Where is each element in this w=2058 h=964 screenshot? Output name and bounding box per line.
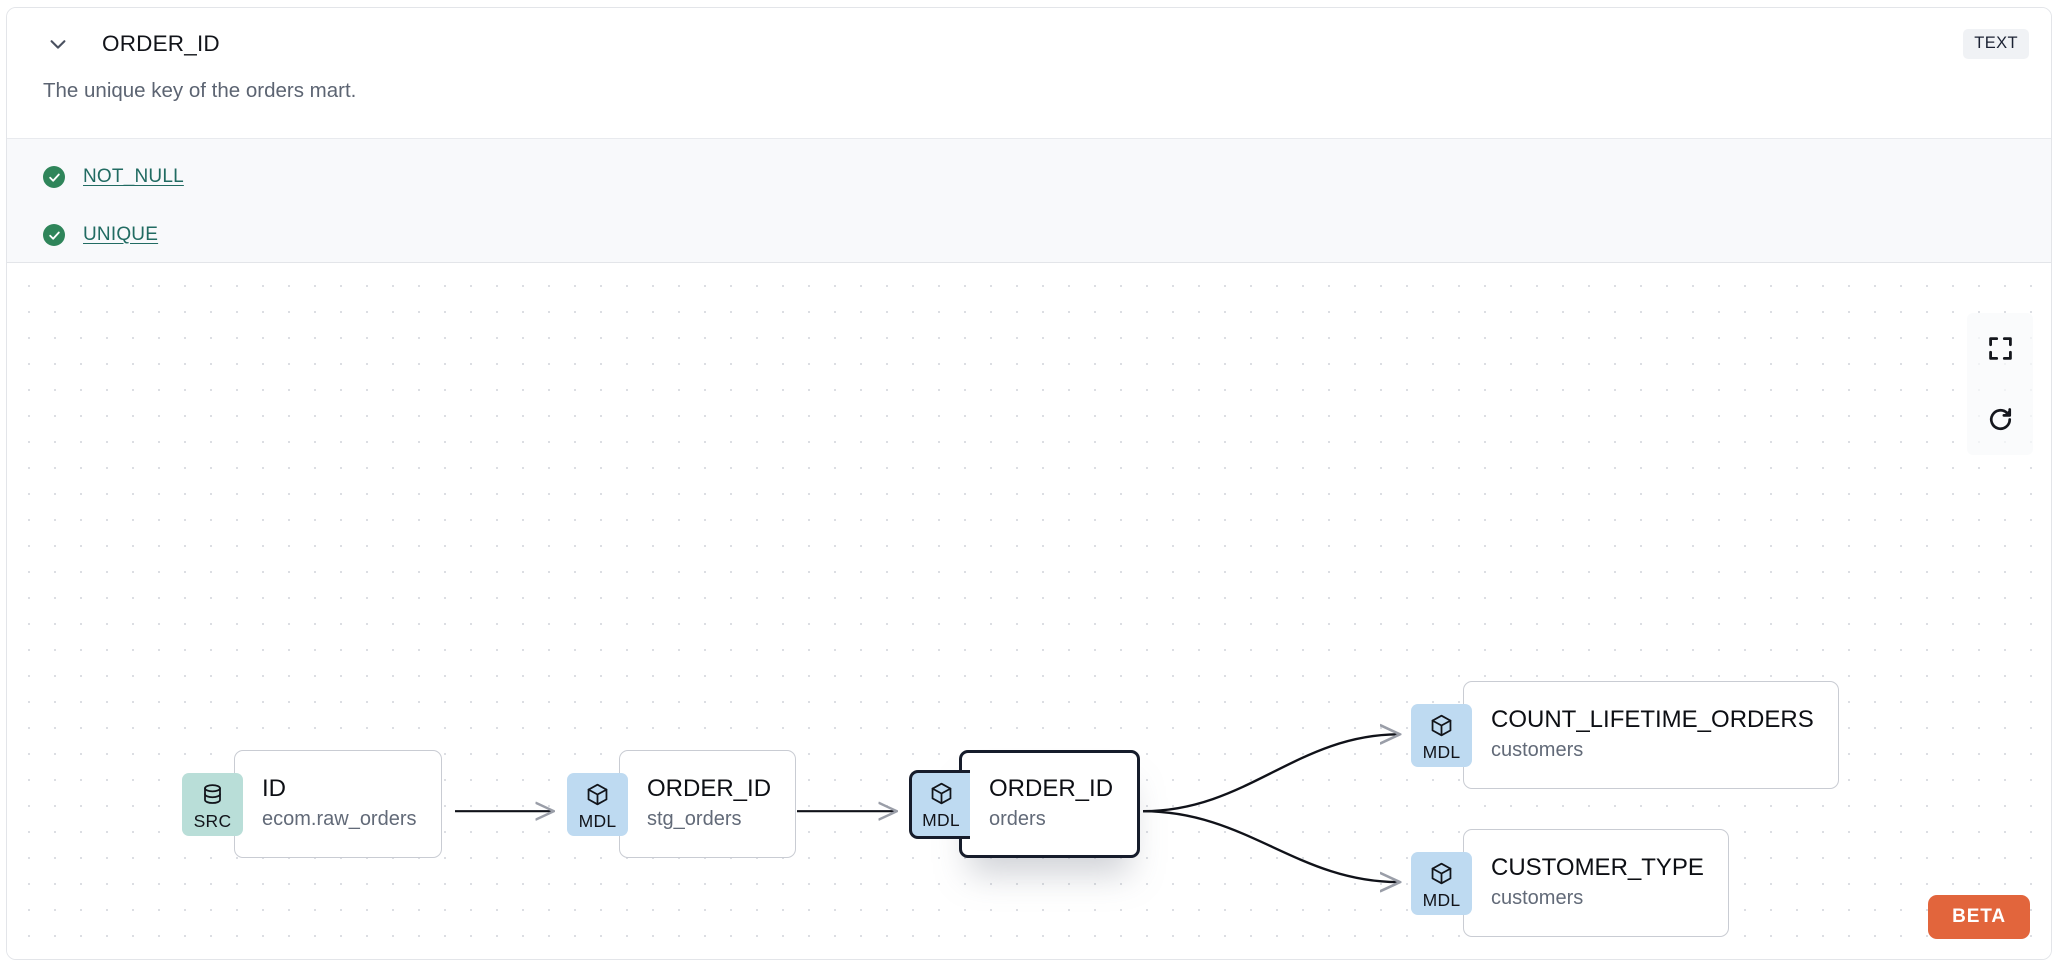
- beta-badge[interactable]: BETA: [1928, 895, 2030, 939]
- test-row: NOT_NULL: [43, 157, 2015, 197]
- chevron-down-icon[interactable]: [43, 29, 73, 59]
- node-body: ORDER_ID orders: [959, 750, 1141, 858]
- node-column-name: CUSTOMER_TYPE: [1491, 854, 1704, 882]
- lineage-node-count-lifetime-orders[interactable]: MDL COUNT_LIFETIME_ORDERS customers: [1411, 681, 1839, 789]
- node-type-badge-mdl: MDL: [909, 769, 970, 839]
- node-type-label: MDL: [1422, 889, 1461, 910]
- node-type-badge-mdl: MDL: [1411, 703, 1472, 767]
- node-body: ORDER_ID stg_orders: [619, 750, 797, 858]
- lineage-node-orders-order-id-selected[interactable]: MDL ORDER_ID orders: [909, 750, 1141, 858]
- node-type-badge-src: SRC: [182, 772, 243, 836]
- node-body: COUNT_LIFETIME_ORDERS customers: [1463, 681, 1839, 789]
- check-circle-icon: [43, 224, 65, 246]
- cube-icon: [1429, 861, 1454, 891]
- column-type-badge: TEXT: [1963, 29, 2029, 59]
- test-link-unique[interactable]: UNIQUE: [83, 224, 159, 245]
- canvas-controls: [1967, 313, 2033, 455]
- tests-section: NOT_NULL UNIQUE: [7, 138, 2051, 263]
- node-resource-name: ecom.raw_orders: [262, 807, 417, 830]
- node-body: CUSTOMER_TYPE customers: [1463, 829, 1729, 937]
- node-type-label: MDL: [1422, 741, 1461, 762]
- column-description: The unique key of the orders mart.: [7, 79, 2051, 138]
- node-type-badge-mdl: MDL: [567, 772, 628, 836]
- node-type-label: SRC: [193, 810, 232, 831]
- lineage-node-src-id[interactable]: SRC ID ecom.raw_orders: [182, 750, 442, 858]
- node-column-name: ORDER_ID: [647, 775, 772, 803]
- node-type-badge-mdl: MDL: [1411, 851, 1472, 915]
- node-type-label: MDL: [922, 809, 960, 830]
- edge-orders-to-count: [1142, 734, 1399, 813]
- node-body: ID ecom.raw_orders: [234, 750, 442, 858]
- column-detail-card: ORDER_ID TEXT The unique key of the orde…: [6, 7, 2052, 960]
- test-link-not-null[interactable]: NOT_NULL: [83, 166, 184, 187]
- node-column-name: COUNT_LIFETIME_ORDERS: [1491, 706, 1814, 734]
- node-type-label: MDL: [578, 810, 617, 831]
- check-circle-icon: [43, 166, 65, 188]
- node-resource-name: orders: [989, 807, 1046, 830]
- lineage-node-stg-order-id[interactable]: MDL ORDER_ID stg_orders: [567, 750, 797, 858]
- cube-icon: [1429, 713, 1454, 743]
- lineage-canvas[interactable]: SRC ID ecom.raw_orders MDL ORDE: [7, 263, 2051, 959]
- lineage-node-customer-type[interactable]: MDL CUSTOMER_TYPE customers: [1411, 829, 1729, 937]
- fit-view-icon[interactable]: [1967, 313, 2033, 384]
- test-row: UNIQUE: [43, 215, 2015, 255]
- cube-icon: [929, 781, 954, 811]
- edge-orders-to-customer-type: [1142, 810, 1399, 882]
- card-header: ORDER_ID TEXT: [7, 8, 2051, 79]
- node-column-name: ORDER_ID: [989, 775, 1114, 803]
- node-resource-name: customers: [1491, 738, 1584, 761]
- page-title: ORDER_ID: [102, 30, 220, 56]
- node-resource-name: customers: [1491, 886, 1584, 909]
- node-column-name: ID: [262, 775, 286, 803]
- cube-icon: [585, 782, 610, 812]
- node-resource-name: stg_orders: [647, 807, 742, 830]
- refresh-icon[interactable]: [1967, 384, 2033, 455]
- database-icon: [200, 782, 225, 812]
